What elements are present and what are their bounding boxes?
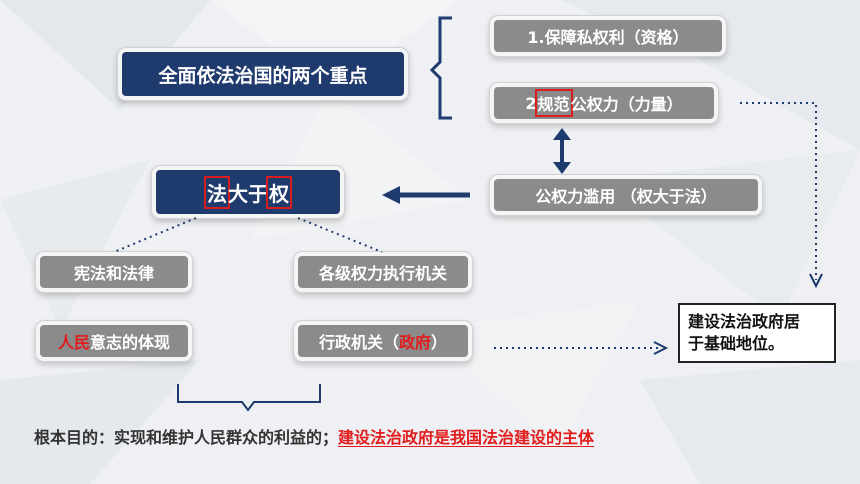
point-2-box: 2 规范公权力（力量） bbox=[494, 87, 714, 119]
law-desc-box: 人民意志的体现 bbox=[40, 325, 188, 357]
law-desc-highlight: 人民 bbox=[57, 333, 90, 352]
law-title-label: 宪法和法律 bbox=[73, 264, 154, 283]
principle-part-1: 法 bbox=[204, 175, 230, 209]
conclusion-line-2: 于基础地位。 bbox=[688, 334, 785, 353]
bottom-statement: 根本目的：实现和维护人民群众的利益的；建设法治政府是我国法治建设的主体 bbox=[34, 424, 594, 448]
bottom-highlight: 建设法治政府是我国法治建设的主体 bbox=[338, 428, 595, 447]
main-topic-label: 全面依法治国的两个重点 bbox=[158, 64, 368, 87]
law-title-box: 宪法和法律 bbox=[40, 256, 188, 288]
power-desc-box: 行政机关（政府） bbox=[298, 325, 468, 357]
power-desc-suffix: ） bbox=[431, 333, 448, 352]
bottom-prefix: 根本目的：实现和维护人民群众的利益的； bbox=[34, 428, 339, 447]
principle-part-3: 权 bbox=[266, 175, 292, 209]
conclusion-box: 建设法治政府居 于基础地位。 bbox=[678, 303, 836, 363]
abuse-box: 公权力滥用 （权大于法） bbox=[494, 179, 758, 211]
point-1-label: 1.保障私权利（资格） bbox=[527, 28, 689, 47]
point-2-suffix: 公权力（力量） bbox=[570, 95, 683, 114]
power-desc-prefix: 行政机关（ bbox=[318, 333, 399, 352]
principle-box: 法大于权 bbox=[156, 170, 340, 214]
conclusion-line-1: 建设法治政府居 bbox=[688, 312, 801, 331]
law-desc-rest: 意志的体现 bbox=[90, 333, 171, 352]
point-1-box: 1.保障私权利（资格） bbox=[494, 20, 722, 52]
point-2-highlight: 规范 bbox=[534, 89, 573, 117]
main-topic-box: 全面依法治国的两个重点 bbox=[122, 52, 404, 96]
point-2-prefix: 2 bbox=[525, 93, 537, 113]
power-title-box: 各级权力执行机关 bbox=[298, 256, 468, 288]
power-desc-highlight: 政府 bbox=[398, 333, 431, 352]
power-title-label: 各级权力执行机关 bbox=[318, 264, 447, 283]
principle-part-2: 大于 bbox=[228, 181, 268, 206]
abuse-label: 公权力滥用 （权大于法） bbox=[535, 187, 717, 206]
